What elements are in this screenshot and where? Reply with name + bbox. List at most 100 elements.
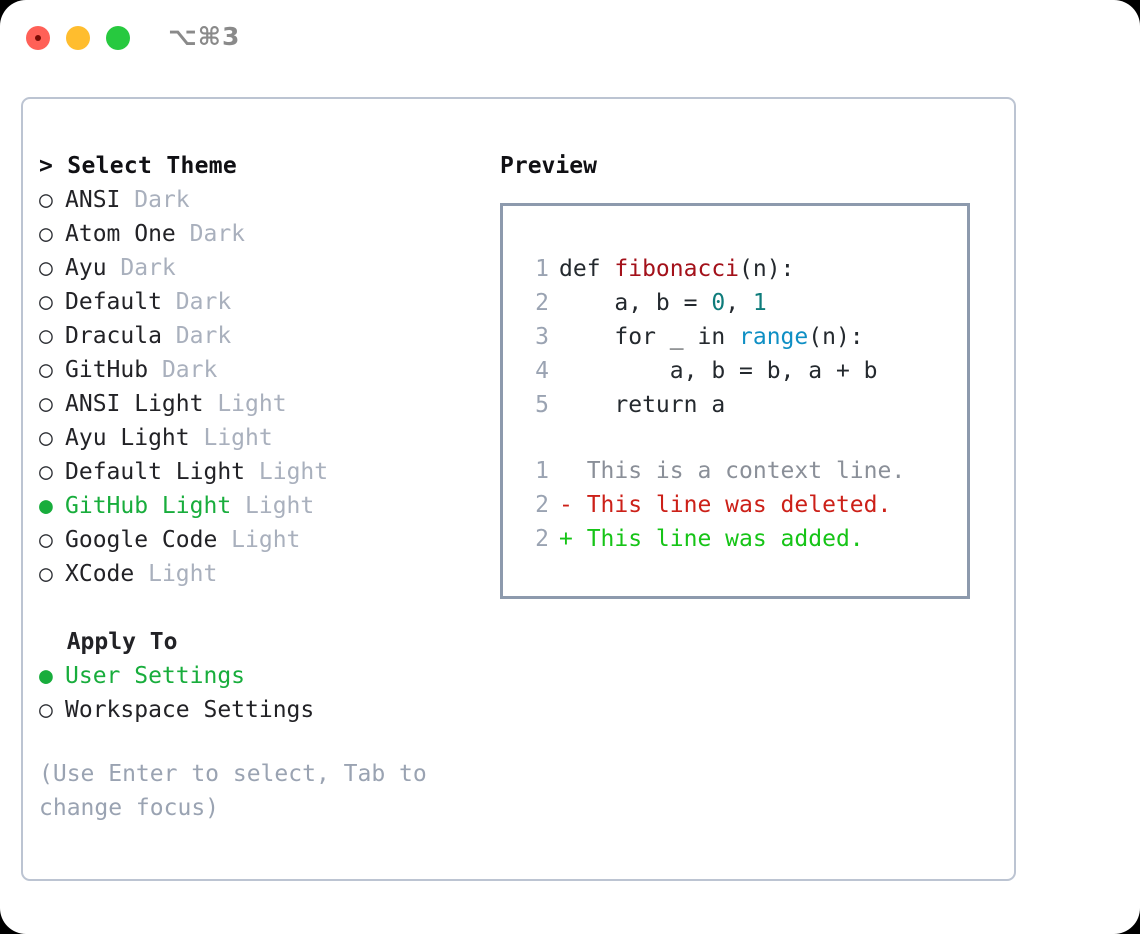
- theme-list[interactable]: ○ANSI Dark○Atom One Dark○Ayu Dark○Defaul…: [39, 183, 469, 591]
- code-token: (n):: [739, 256, 795, 282]
- theme-variant-tag: Light: [245, 493, 315, 519]
- theme-option-label: ANSI Light: [65, 391, 218, 417]
- apply-to-option-label: User Settings: [65, 663, 246, 689]
- theme-option-label: ANSI: [65, 187, 135, 213]
- radio-unselected-icon: ○: [39, 527, 53, 553]
- apply-to-header: Apply To: [39, 629, 178, 655]
- radio-unselected-icon: ○: [39, 323, 53, 349]
- line-number: 1: [535, 256, 549, 282]
- radio-unselected-icon: ○: [39, 357, 53, 383]
- diff-line-text: This is a context line.: [559, 458, 906, 484]
- code-token: fibonacci: [614, 256, 740, 282]
- keyboard-hint-text: (Use Enter to select, Tab to change focu…: [39, 761, 441, 821]
- radio-unselected-icon: ○: [39, 459, 53, 485]
- diff-line-add: 2 + This line was added.: [521, 522, 961, 556]
- radio-unselected-icon: ○: [39, 221, 53, 247]
- theme-option-label: Atom One: [65, 221, 190, 247]
- preview-title: Preview: [500, 153, 597, 179]
- theme-variant-tag: Light: [217, 391, 287, 417]
- theme-option-atom-one[interactable]: ○ Atom One Dark: [39, 217, 469, 251]
- theme-option-label: GitHub Light: [65, 493, 246, 519]
- radio-selected-icon: ●: [39, 493, 53, 519]
- code-diff-spacer: [521, 422, 961, 454]
- title-bar: ⌥⌘3: [0, 0, 1140, 76]
- code-line: 5 return a: [521, 388, 961, 422]
- theme-option-label: Ayu Light: [65, 425, 204, 451]
- diff-line-text: - This line was deleted.: [559, 492, 892, 518]
- line-number: 1: [535, 458, 549, 484]
- radio-unselected-icon: ○: [39, 187, 53, 213]
- radio-unselected-icon: ○: [39, 697, 53, 723]
- theme-option-google-code[interactable]: ○Google Code Light: [39, 523, 469, 557]
- apply-to-option-user-settings[interactable]: ● User Settings: [39, 659, 469, 693]
- theme-selection-column: > Select Theme ○ANSI Dark○Atom One Dark○…: [39, 149, 469, 825]
- code-token: a, b =: [559, 290, 712, 316]
- maximize-button[interactable]: [106, 26, 130, 50]
- theme-option-label: Dracula: [65, 323, 176, 349]
- keyboard-shortcut-label: ⌥⌘3: [168, 22, 241, 51]
- code-line: 1 def fibonacci(n):: [521, 252, 961, 286]
- theme-option-ansi[interactable]: ○ ANSI Dark: [39, 183, 469, 217]
- line-number: 5: [535, 392, 549, 418]
- diff-line-text: + This line was added.: [559, 526, 864, 552]
- theme-option-ayu-light[interactable]: ○ Ayu Light Light: [39, 421, 469, 455]
- theme-variant-tag: Dark: [175, 323, 232, 349]
- theme-variant-tag: Dark: [175, 289, 232, 315]
- theme-option-label: XCode: [65, 561, 149, 587]
- theme-option-default[interactable]: ○ Default Dark: [39, 285, 469, 319]
- apply-to-options[interactable]: ● User Settings ○ Workspace Settings: [39, 659, 469, 727]
- theme-option-dracula[interactable]: ○ Dracula Dark: [39, 319, 469, 353]
- apply-to-option-label: Workspace Settings: [65, 697, 315, 723]
- theme-variant-tag: Dark: [189, 221, 246, 247]
- theme-option-label: Default Light: [65, 459, 259, 485]
- theme-option-github-light[interactable]: ● GitHub Light Light: [39, 489, 469, 523]
- code-line: 3 for _ in range(n):: [521, 320, 961, 354]
- theme-option-ayu[interactable]: ○Ayu Dark: [39, 251, 469, 285]
- radio-unselected-icon: ○: [39, 391, 53, 417]
- diff-line-del: 2 - This line was deleted.: [521, 488, 961, 522]
- theme-option-default-light[interactable]: ○ Default Light Light: [39, 455, 469, 489]
- list-spacer: [39, 591, 469, 625]
- code-token: 1: [752, 290, 767, 316]
- theme-variant-tag: Dark: [161, 357, 218, 383]
- theme-variant-tag: Light: [203, 425, 273, 451]
- theme-option-label: Default: [65, 289, 176, 315]
- line-number: 4: [535, 358, 549, 384]
- theme-variant-tag: Dark: [134, 187, 190, 213]
- main-panel: > Select Theme ○ANSI Dark○Atom One Dark○…: [21, 97, 1016, 881]
- code-token: (n):: [808, 324, 864, 350]
- theme-variant-tag: Light: [258, 459, 329, 485]
- line-number: 2: [535, 492, 549, 518]
- select-theme-header: > Select Theme: [39, 153, 238, 179]
- code-token: a, b = b, a + b: [559, 358, 878, 384]
- theme-option-label: GitHub: [65, 357, 162, 383]
- code-token: 0: [711, 290, 726, 316]
- diff-line-ctx: 1 This is a context line.: [521, 454, 961, 488]
- theme-option-github[interactable]: ○ GitHub Dark: [39, 353, 469, 387]
- radio-unselected-icon: ○: [39, 289, 53, 315]
- code-token: ,: [725, 290, 753, 316]
- theme-option-xcode[interactable]: ○XCode Light: [39, 557, 469, 591]
- line-number: 2: [535, 290, 549, 316]
- radio-unselected-icon: ○: [39, 425, 53, 451]
- code-token: for _ in: [559, 324, 740, 350]
- close-button[interactable]: [26, 26, 50, 50]
- code-token: def: [559, 256, 615, 282]
- diff-sample: 1 This is a context line. 2 - This line wa…: [521, 454, 961, 556]
- code-token: range: [739, 324, 809, 350]
- theme-variant-tag: Dark: [120, 255, 176, 281]
- radio-unselected-icon: ○: [39, 255, 53, 281]
- line-number: 3: [535, 324, 549, 350]
- radio-selected-icon: ●: [39, 663, 53, 689]
- code-line: 4 a, b = b, a + b: [521, 354, 961, 388]
- minimize-button[interactable]: [66, 26, 90, 50]
- theme-option-ansi-light[interactable]: ○ ANSI Light Light: [39, 387, 469, 421]
- line-number: 2: [535, 526, 549, 552]
- theme-variant-tag: Light: [148, 561, 218, 587]
- apply-to-option-workspace-settings[interactable]: ○ Workspace Settings: [39, 693, 469, 727]
